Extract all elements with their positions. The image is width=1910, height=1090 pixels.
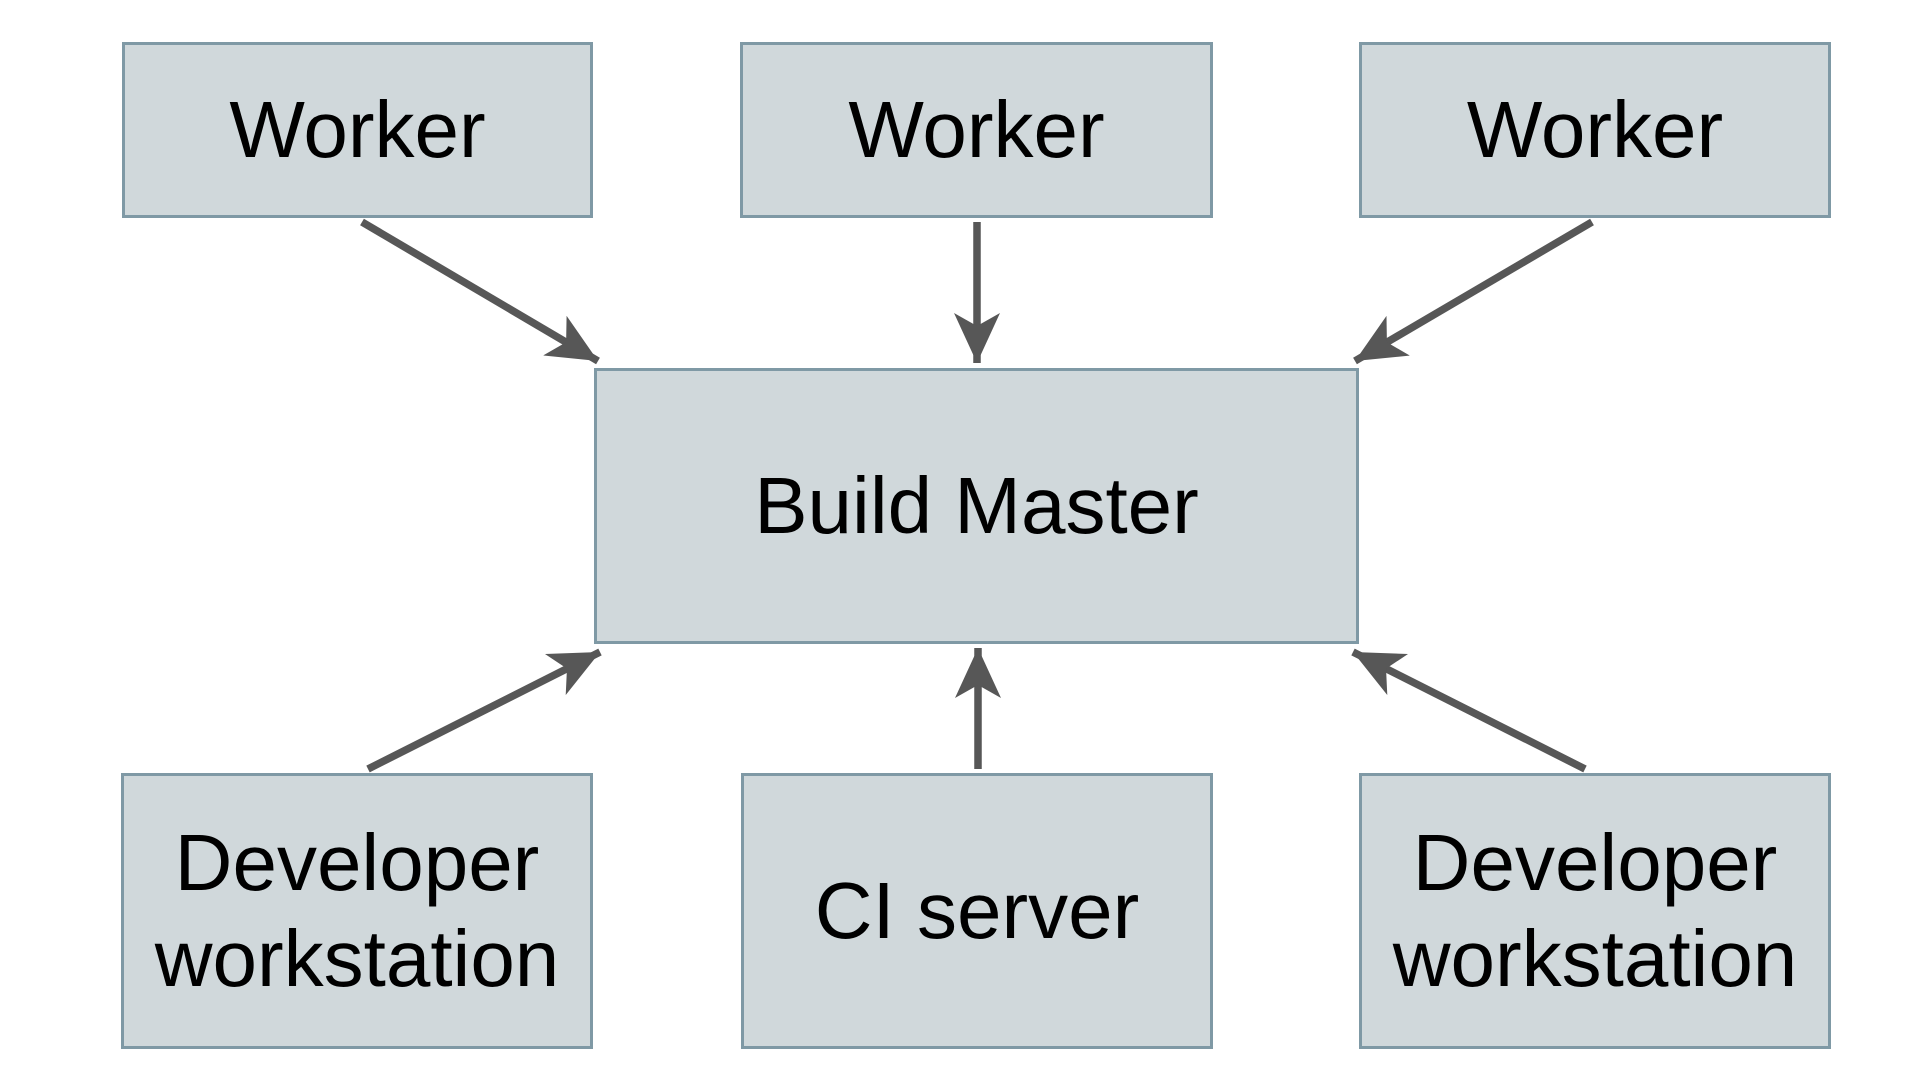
node-worker-2: Worker	[740, 42, 1213, 218]
node-worker-2-label: Worker	[848, 85, 1105, 174]
node-ci-server-label: CI server	[814, 866, 1140, 955]
arrow-developer-workstation-left-to-build-master	[366, 648, 602, 773]
node-worker-1: Worker	[122, 42, 593, 218]
node-worker-1-label: Worker	[229, 85, 486, 174]
node-developer-workstation-right: Developer workstation	[1359, 773, 1831, 1049]
node-developer-workstation-left: Developer workstation	[121, 773, 593, 1049]
arrow-worker-1-to-build-master	[360, 218, 600, 365]
node-worker-3: Worker	[1359, 42, 1831, 218]
node-developer-workstation-left-label: Developer workstation	[154, 818, 560, 1003]
arrow-worker-3-to-build-master	[1353, 218, 1594, 365]
node-build-master-label: Build Master	[754, 461, 1199, 550]
arrow-developer-workstation-right-to-build-master	[1351, 648, 1587, 773]
node-build-master: Build Master	[594, 368, 1359, 644]
node-developer-workstation-right-label: Developer workstation	[1392, 818, 1798, 1003]
node-worker-3-label: Worker	[1466, 85, 1724, 174]
node-ci-server: CI server	[741, 773, 1213, 1049]
